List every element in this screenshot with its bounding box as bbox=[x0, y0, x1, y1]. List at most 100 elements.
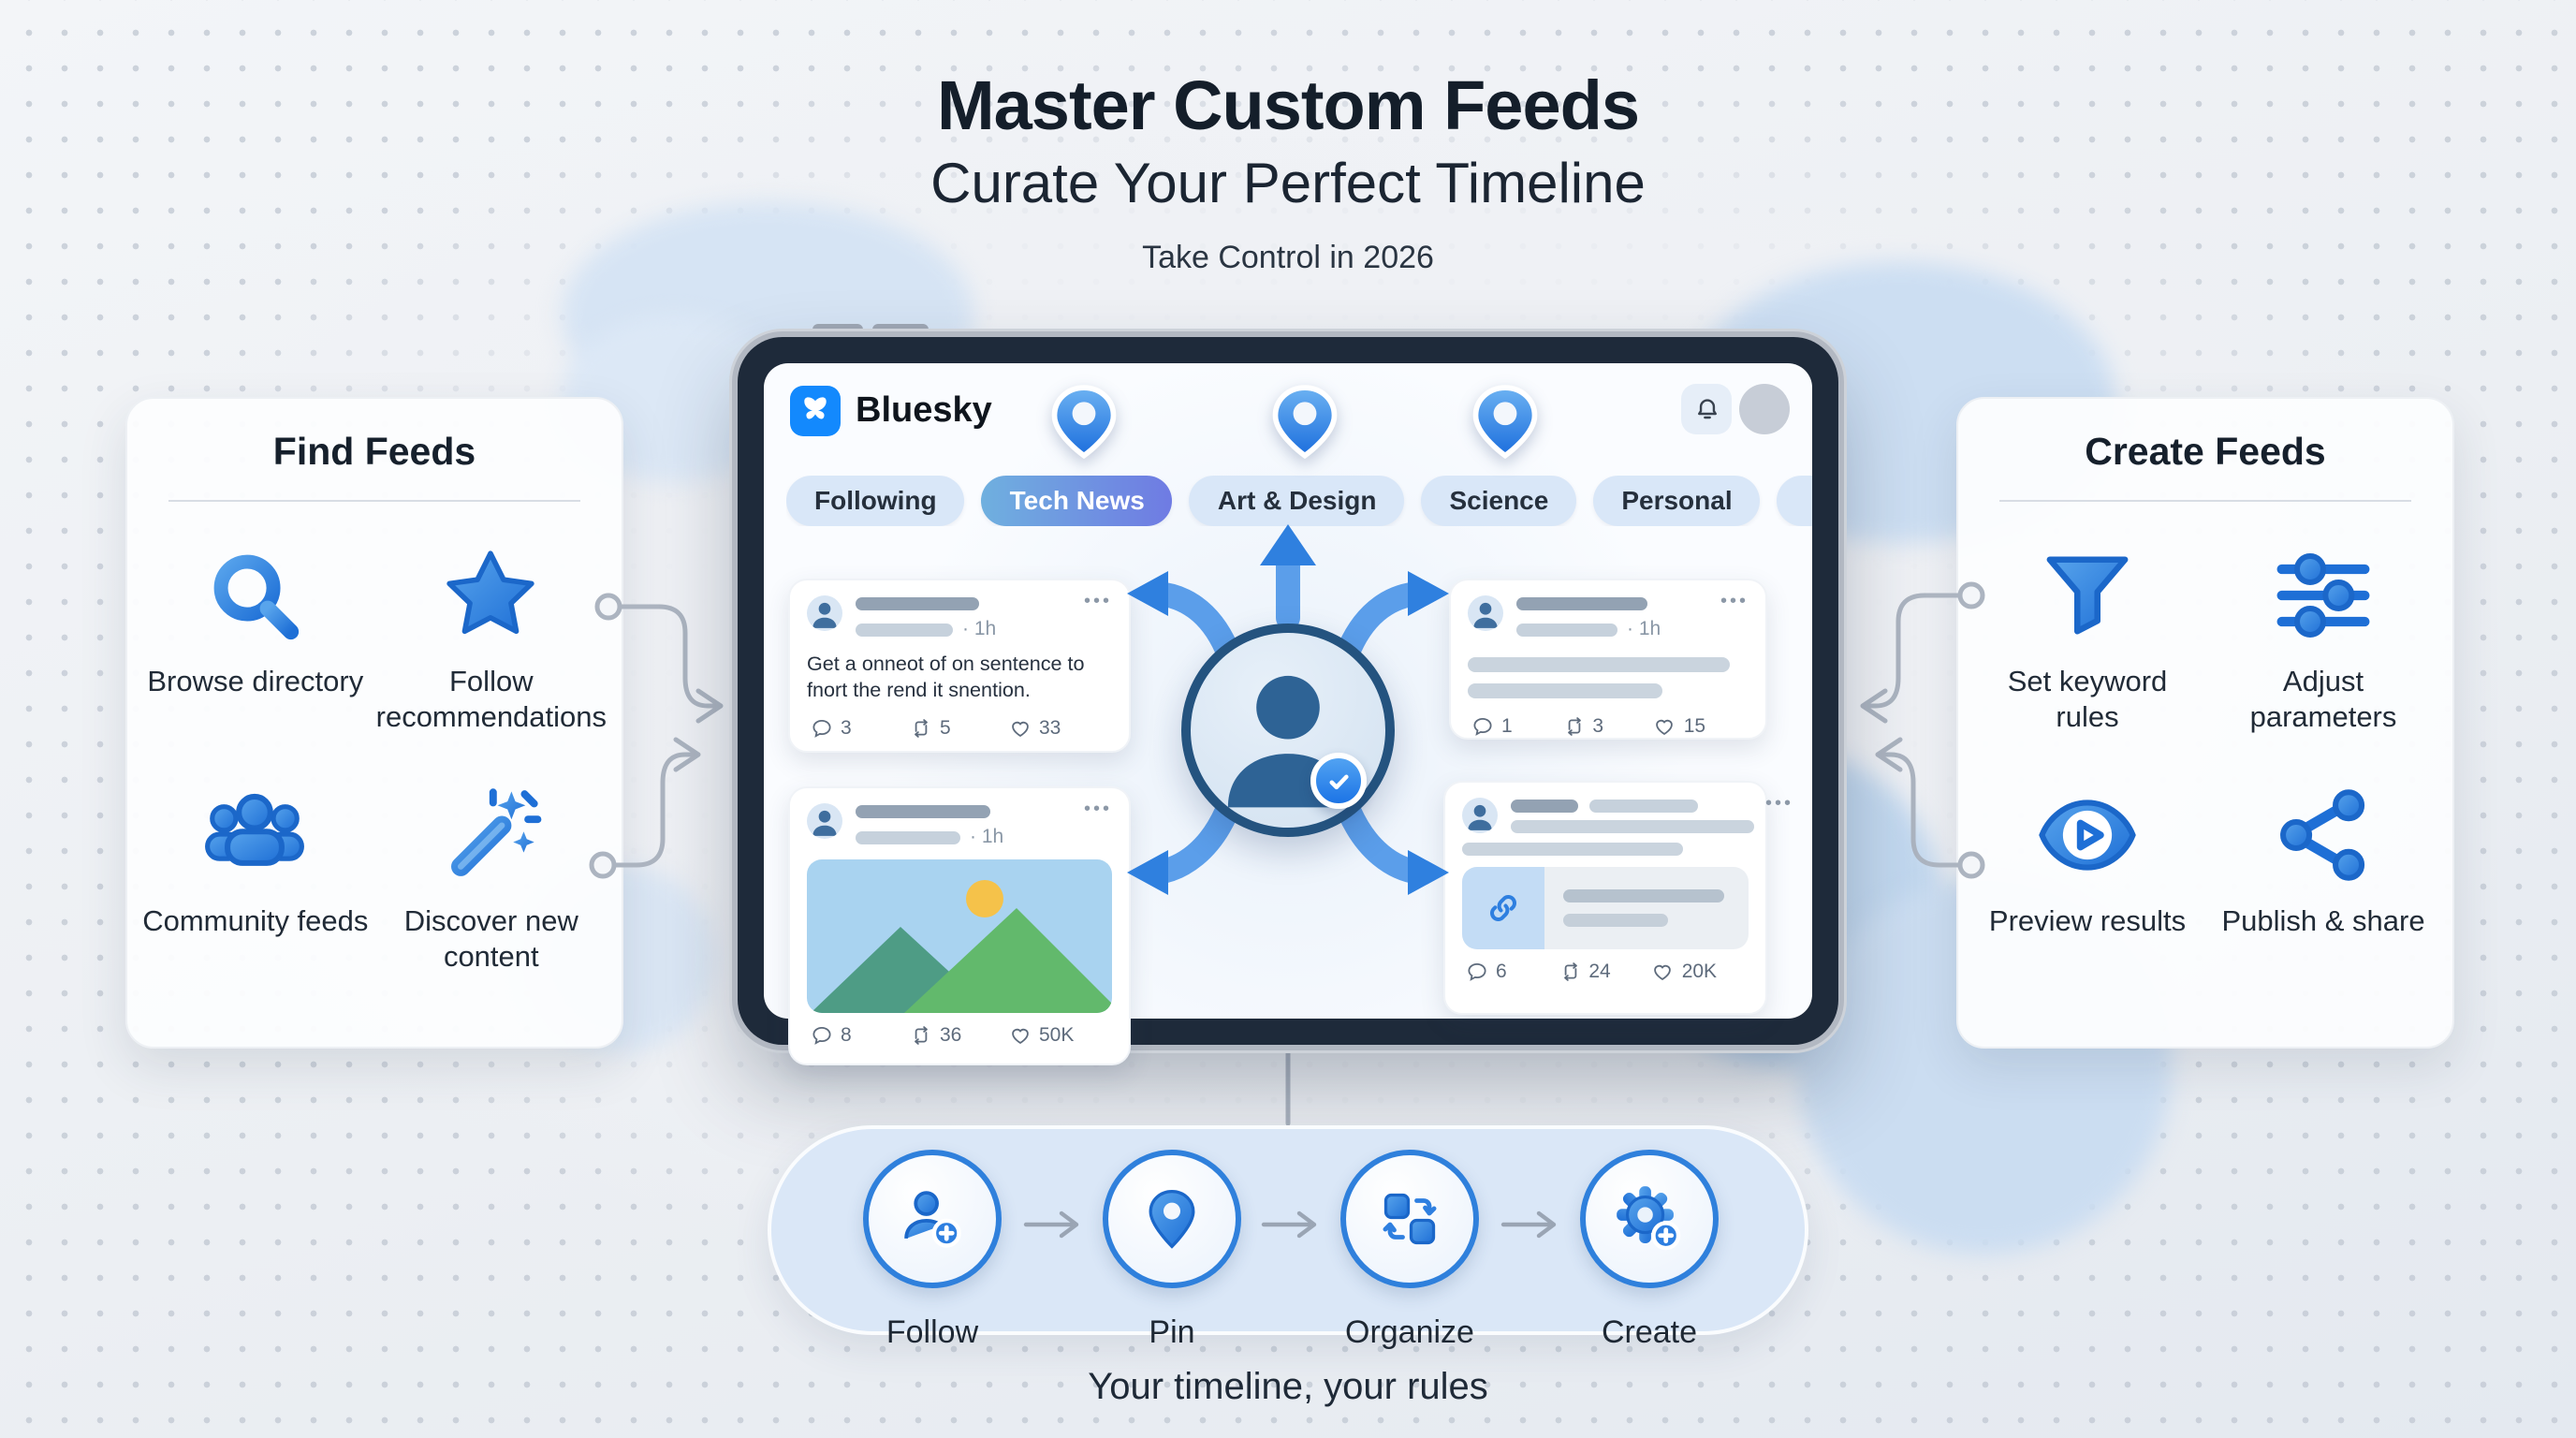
post-timestamp: · 1h bbox=[962, 618, 997, 640]
comments-action[interactable]: 6 bbox=[1466, 961, 1559, 983]
search-icon bbox=[214, 554, 300, 640]
create-item-label: Set keyword rules bbox=[2007, 667, 2168, 735]
comment-icon bbox=[812, 718, 831, 737]
comments-action[interactable]: 3 bbox=[811, 716, 910, 739]
find-feeds-panel: Find Feeds Browse directory Follow recom… bbox=[125, 397, 623, 1049]
find-item-browse-directory: Browse directory bbox=[142, 543, 369, 738]
pin-marker-icon bbox=[1272, 385, 1338, 460]
sliders-icon bbox=[2276, 552, 2370, 638]
tab-science[interactable]: Science bbox=[1421, 476, 1577, 526]
find-item-follow-recommendations: Follow recommendations bbox=[376, 543, 607, 738]
repost-icon bbox=[915, 718, 928, 737]
post-avatar bbox=[1462, 798, 1498, 833]
pin-marker-icon bbox=[1472, 385, 1538, 460]
workflow-step-follow: Follow bbox=[863, 1150, 1002, 1350]
footer-caption: Your timeline, your rules bbox=[1088, 1367, 1488, 1408]
tab-art-design[interactable]: Art & Design bbox=[1189, 476, 1405, 526]
post-text: Get a onneot of on sentence to fnort the… bbox=[807, 653, 1085, 703]
magic-wand-icon bbox=[451, 787, 543, 876]
link-preview-card[interactable] bbox=[1462, 867, 1749, 949]
workflow-step-pin: Pin bbox=[1103, 1150, 1241, 1350]
repost-action[interactable]: 24 bbox=[1559, 961, 1651, 983]
workflow-step-label: Follow bbox=[886, 1314, 979, 1350]
link-icon bbox=[1490, 895, 1516, 921]
notifications-button[interactable] bbox=[1681, 384, 1732, 434]
post-menu-button[interactable]: ••• bbox=[1765, 794, 1794, 814]
post-avatar bbox=[807, 595, 842, 631]
workflow-step-label: Organize bbox=[1345, 1314, 1474, 1350]
tablet-device: Bluesky Following Tech News Art & Design… bbox=[738, 337, 1838, 1065]
gear-plus-icon bbox=[1617, 1186, 1681, 1251]
post-card[interactable]: · 1h ••• 1 3 bbox=[1449, 579, 1767, 740]
people-icon bbox=[205, 793, 305, 866]
post-image-mountain-landscape bbox=[807, 859, 1112, 1013]
find-item-community-feeds: Community feeds bbox=[142, 783, 369, 977]
arrow-right-icon bbox=[1023, 1211, 1079, 1239]
workflow-step-label: Create bbox=[1601, 1314, 1698, 1350]
post-card[interactable]: · 1h ••• Get a onneot of on sentence to … bbox=[788, 579, 1131, 753]
post-menu-button[interactable]: ••• bbox=[1720, 592, 1749, 612]
post-avatar bbox=[1468, 595, 1503, 631]
workflow-step-label: Pin bbox=[1149, 1314, 1195, 1350]
comments-action[interactable]: 8 bbox=[811, 1024, 910, 1047]
organize-icon bbox=[1383, 1193, 1437, 1245]
page-subtitle: Curate Your Perfect Timeline bbox=[930, 154, 1646, 215]
repost-icon bbox=[1567, 717, 1581, 736]
tablet-top-button bbox=[812, 324, 863, 341]
create-item-label: Publish & share bbox=[2221, 905, 2425, 938]
link-preview-body bbox=[1544, 867, 1749, 949]
tab-tech-news[interactable]: Tech News bbox=[981, 476, 1173, 526]
comment-icon bbox=[1468, 962, 1486, 981]
user-avatar-large bbox=[1181, 624, 1395, 837]
workflow-step-organize: Organize bbox=[1340, 1150, 1479, 1350]
pin-marker-icon bbox=[1051, 385, 1117, 460]
heart-icon bbox=[1656, 719, 1674, 735]
post-card[interactable]: · 1h ••• 8 bbox=[788, 786, 1131, 1065]
workflow-circle bbox=[1103, 1150, 1241, 1288]
heart-icon bbox=[1654, 964, 1672, 980]
page-tagline: Take Control in 2026 bbox=[1142, 240, 1434, 275]
repost-action[interactable]: 5 bbox=[910, 716, 1009, 739]
like-action[interactable]: 50K bbox=[1009, 1024, 1108, 1047]
divider bbox=[168, 500, 580, 502]
find-item-label: Community feeds bbox=[142, 905, 369, 938]
like-action[interactable]: 15 bbox=[1654, 715, 1745, 738]
brand-name: Bluesky bbox=[856, 391, 992, 431]
tab-personal[interactable]: Personal bbox=[1593, 476, 1761, 526]
post-card[interactable]: ••• bbox=[1443, 781, 1791, 1015]
like-action[interactable]: 33 bbox=[1009, 716, 1108, 739]
find-item-label: Browse directory bbox=[147, 667, 364, 698]
post-menu-button[interactable]: ••• bbox=[1083, 800, 1112, 820]
create-item-preview-results: Preview results bbox=[1973, 783, 2202, 941]
divider bbox=[1999, 500, 2411, 502]
like-action[interactable]: 20K bbox=[1652, 961, 1745, 983]
workflow-circle bbox=[1580, 1150, 1719, 1288]
post-timestamp: · 1h bbox=[970, 826, 1004, 848]
eye-play-icon bbox=[2039, 799, 2136, 871]
funnel-icon bbox=[2046, 556, 2129, 635]
find-feeds-title: Find Feeds bbox=[272, 431, 476, 474]
feed-flow-arrows bbox=[1127, 524, 1449, 895]
arrow-right-icon bbox=[1500, 1211, 1557, 1239]
person-plus-icon bbox=[904, 1191, 961, 1248]
comment-icon bbox=[812, 1026, 831, 1045]
workflow-circle bbox=[863, 1150, 1002, 1288]
tab-following[interactable]: Following bbox=[786, 476, 965, 526]
create-feeds-title: Create Feeds bbox=[2085, 431, 2326, 474]
star-icon bbox=[447, 550, 535, 635]
profile-avatar[interactable] bbox=[1739, 384, 1790, 434]
post-menu-button[interactable]: ••• bbox=[1083, 592, 1112, 612]
repost-action[interactable]: 36 bbox=[910, 1024, 1009, 1047]
feed-tabs: Following Tech News Art & Design Science… bbox=[786, 476, 1812, 526]
heart-icon bbox=[1012, 720, 1029, 736]
create-item-publish-share: Publish & share bbox=[2209, 783, 2437, 941]
create-item-set-keyword-rules: Set keyword rules bbox=[1973, 543, 2202, 738]
bluesky-logo bbox=[790, 386, 841, 436]
repost-action[interactable]: 3 bbox=[1562, 715, 1653, 738]
find-item-discover-new-content: Discover new content bbox=[376, 783, 607, 977]
repost-icon bbox=[915, 1026, 928, 1045]
comments-action[interactable]: 1 bbox=[1471, 715, 1562, 738]
app-screen: Bluesky Following Tech News Art & Design… bbox=[764, 363, 1812, 1065]
